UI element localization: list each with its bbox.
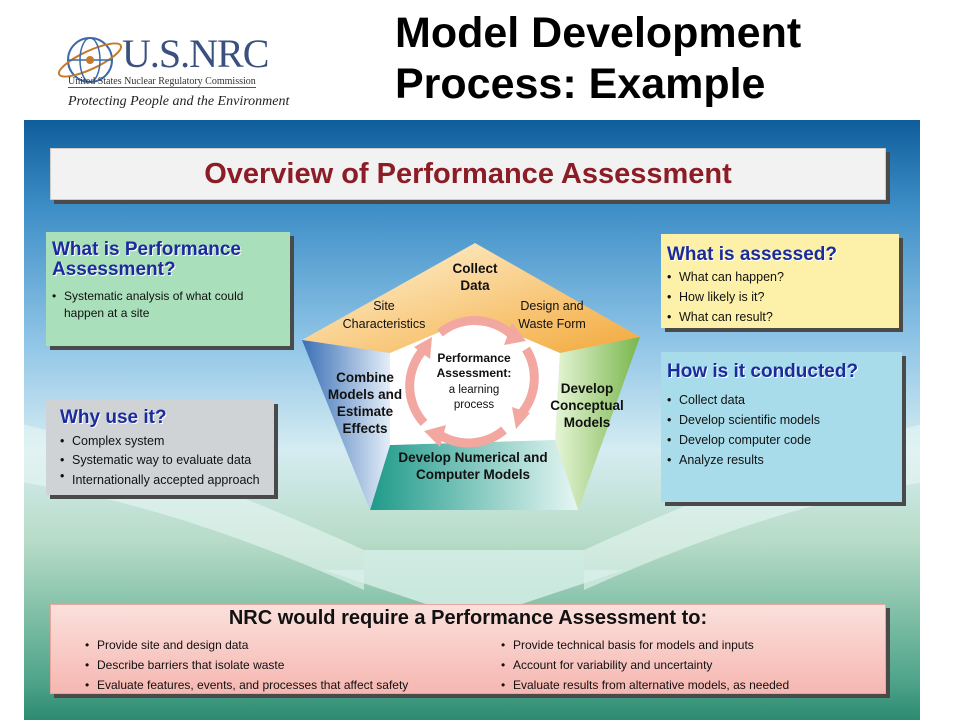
cycle-arrows-icon	[405, 316, 539, 448]
why-use-list: Complex system Systematic way to evaluat…	[60, 432, 260, 487]
what-is-pa-box: What is Performance Assessment? Systemat…	[46, 232, 290, 346]
list-item: Collect data	[667, 390, 887, 410]
list-item: What can result?	[667, 307, 887, 327]
segment-develop-numerical	[370, 440, 578, 510]
pentagon-label-top: Collect Data	[452, 261, 498, 293]
list-item: Develop scientific models	[667, 410, 887, 430]
list-item: Evaluate results from alternative models…	[501, 675, 881, 695]
pentagon-center-title: Performance Assessment:	[436, 351, 512, 380]
list-item: Systematic analysis of what could happen…	[52, 288, 272, 322]
what-is-assessed-box: What is assessed? What can happen? How l…	[661, 234, 899, 328]
list-item: Provide technical basis for models and i…	[501, 635, 881, 655]
list-item: Provide site and design data	[85, 635, 475, 655]
requirements-title: NRC would require a Performance Assessme…	[228, 607, 708, 629]
what-is-assessed-title: What is assessed?	[667, 244, 838, 265]
what-is-pa-list: Systematic analysis of what could happen…	[52, 288, 272, 322]
list-item: Analyze results	[667, 450, 887, 470]
nrc-seal-icon	[57, 37, 123, 83]
pentagon-label-left: Combine Models and Estimate Effects	[327, 370, 403, 436]
how-conducted-box: How is it conducted? Collect data Develo…	[661, 352, 902, 502]
list-item: Internationally accepted approach	[60, 470, 260, 487]
pentagon-label-top-right: Design and Waste Form	[518, 299, 586, 331]
pentagon-label-bottom: Develop Numerical and Computer Models	[398, 450, 548, 482]
slide-title-line-1: Model Development	[395, 9, 802, 57]
list-item: Describe barriers that isolate waste	[85, 655, 475, 675]
pentagon-label-top-left: Site Characteristics	[342, 299, 426, 331]
overview-banner: Overview of Performance Assessment	[50, 148, 886, 200]
list-item: How likely is it?	[667, 287, 887, 307]
how-conducted-title: How is it conducted?	[667, 361, 859, 382]
pa-process-pentagon: Collect Data Site Characteristics Design…	[290, 225, 660, 515]
what-is-assessed-list: What can happen? How likely is it? What …	[667, 267, 887, 327]
list-item: Account for variability and uncertainty	[501, 655, 881, 675]
requirements-left-list: Provide site and design data Describe ba…	[85, 635, 475, 695]
nrc-logo: U.S.NRC United States Nuclear Regulatory…	[52, 18, 312, 118]
list-item: What can happen?	[667, 267, 887, 287]
what-is-pa-title: What is Performance Assessment?	[52, 239, 241, 280]
how-conducted-list: Collect data Develop scientific models D…	[667, 390, 887, 470]
segment-combine-models	[302, 340, 390, 510]
requirements-box: NRC would require a Performance Assessme…	[50, 604, 886, 695]
slide-title-line-2: Process: Example	[395, 60, 766, 108]
list-item: Evaluate features, events, and processes…	[85, 675, 475, 695]
pentagon-graphic	[302, 243, 640, 510]
list-item: Complex system	[60, 432, 260, 451]
why-use-title: Why use it?	[60, 407, 167, 428]
agency-name: U.S.NRC	[122, 31, 269, 76]
overview-title: Overview of Performance Assessment	[204, 158, 732, 190]
agency-tagline: Protecting People and the Environment	[68, 94, 290, 109]
why-use-box: Why use it? Complex system Systematic wa…	[46, 400, 274, 495]
pentagon-label-right: Develop Conceptual Models	[550, 381, 624, 430]
segment-collect-data	[302, 243, 640, 353]
agency-full-name: United States Nuclear Regulatory Commiss…	[68, 76, 256, 88]
slide-title: Model Development Process: Example	[395, 8, 801, 110]
pentagon-center-subtitle: a learning process	[448, 384, 500, 411]
segment-develop-conceptual	[555, 337, 640, 510]
requirements-right-list: Provide technical basis for models and i…	[501, 635, 881, 695]
list-item: Develop computer code	[667, 430, 887, 450]
list-item: Systematic way to evaluate data	[60, 451, 260, 470]
